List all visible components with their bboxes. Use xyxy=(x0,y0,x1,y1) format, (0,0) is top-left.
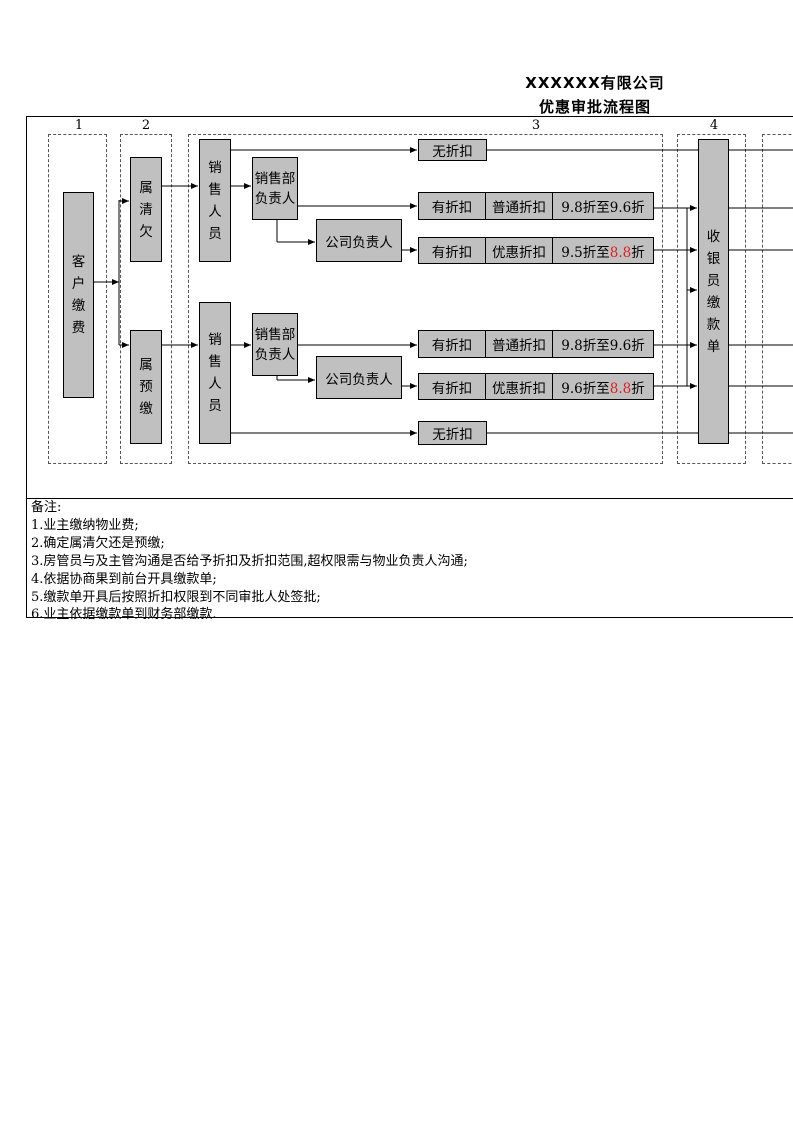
group-5 xyxy=(762,134,793,464)
has-discount-box-1: 有折扣 xyxy=(418,192,486,220)
discount-range-box-3: 9.8折至9.6折 xyxy=(552,330,654,358)
note-item: 5.缴款单开具后按照折扣权限到不同审批人处签批; xyxy=(31,590,321,605)
group-3 xyxy=(188,134,663,464)
arrears-box: 属清欠 xyxy=(130,157,162,262)
range-suffix: 折 xyxy=(631,244,645,261)
prepay-box: 属预缴 xyxy=(130,330,162,444)
group-1 xyxy=(48,134,107,464)
column-number-4: 4 xyxy=(709,118,719,133)
cashier-slip-box: 收银员缴款单 xyxy=(698,139,729,444)
column-number-2: 2 xyxy=(141,118,151,133)
discount-range-box-1: 9.8折至9.6折 xyxy=(552,192,654,220)
has-discount-box-2: 有折扣 xyxy=(418,237,486,264)
notes-section: 备注: 1.业主缴纳物业费; 2.确定属清欠还是预缴; 3.房管员与及主管沟通是… xyxy=(26,498,793,622)
special-discount-box-2: 优惠折扣 xyxy=(485,237,553,264)
sales-head-box-top: 销售部负责人 xyxy=(252,157,298,220)
note-item: 6.业主依据缴款单到财务部缴款. xyxy=(31,607,217,622)
sales-head-box-bottom: 销售部负责人 xyxy=(252,313,298,376)
range-highlight: 8.8 xyxy=(609,380,632,397)
connector-lines xyxy=(93,147,793,436)
company-title: XXXXXX有限公司 xyxy=(525,74,665,92)
group-2 xyxy=(120,134,172,464)
has-discount-box-4: 有折扣 xyxy=(418,373,486,400)
no-discount-box-bottom: 无折扣 xyxy=(418,421,487,445)
note-item: 3.房管员与及主管沟通是否给予折扣及折扣范围,超权限需与物业负责人沟通; xyxy=(31,554,468,569)
notes-heading: 备注: xyxy=(31,500,62,515)
note-item: 4.依据协商果到前台开具缴款单; xyxy=(31,572,217,587)
normal-discount-box-1: 普通折扣 xyxy=(485,192,553,220)
range-highlight: 8.8 xyxy=(609,244,632,261)
customer-payment-box: 客户缴费 xyxy=(63,192,94,398)
no-discount-box-top: 无折扣 xyxy=(418,139,487,161)
special-discount-box-4: 优惠折扣 xyxy=(485,373,553,400)
note-item: 2.确定属清欠还是预缴; xyxy=(31,536,165,551)
note-item: 1.业主缴纳物业费; xyxy=(31,518,139,533)
discount-range-box-2: 9.5折至8.8折 xyxy=(552,237,654,264)
column-number-1: 1 xyxy=(74,118,84,133)
range-suffix: 折 xyxy=(631,380,645,397)
company-head-box-bottom: 公司负责人 xyxy=(316,356,402,399)
column-number-3: 3 xyxy=(531,118,541,133)
sales-staff-box-bottom: 销售人员 xyxy=(199,302,231,444)
company-head-box-top: 公司负责人 xyxy=(316,219,402,262)
has-discount-box-3: 有折扣 xyxy=(418,330,486,358)
sales-staff-box-top: 销售人员 xyxy=(199,139,231,262)
discount-range-box-4: 9.6折至8.8折 xyxy=(552,373,654,400)
group-4 xyxy=(677,134,746,464)
chart-title: 优惠审批流程图 xyxy=(538,98,651,116)
normal-discount-box-3: 普通折扣 xyxy=(485,330,553,358)
range-prefix: 9.6折至 xyxy=(561,380,610,397)
range-prefix: 9.5折至 xyxy=(561,244,610,261)
flowchart-frame xyxy=(26,116,793,498)
